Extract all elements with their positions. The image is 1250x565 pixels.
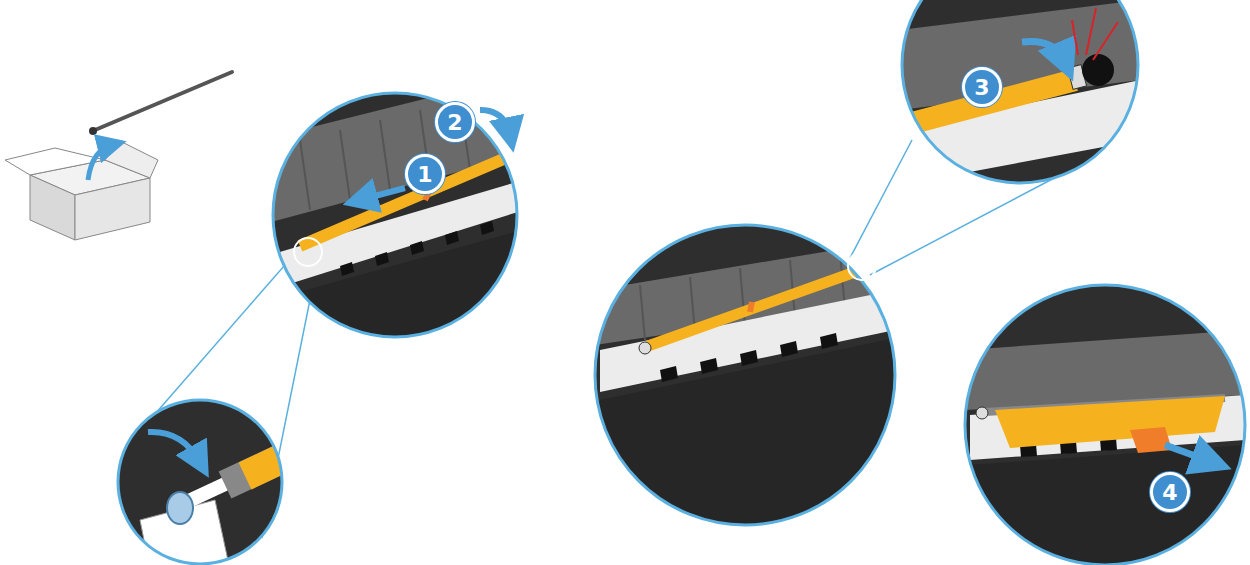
callout-number: 3 xyxy=(962,67,1002,107)
click-lines xyxy=(1072,8,1118,60)
detail-view-4 xyxy=(965,285,1245,565)
detail-view-1 xyxy=(260,70,560,350)
zoom-lines xyxy=(128,140,1060,538)
callout-number: 2 xyxy=(435,102,475,142)
callout-number: 1 xyxy=(405,154,445,194)
magnified-end-view xyxy=(110,395,300,565)
detail-view-3 xyxy=(900,0,1140,185)
box-with-roller xyxy=(5,72,232,240)
detail-view-installed xyxy=(595,225,895,525)
callout-number: 4 xyxy=(1150,472,1190,512)
